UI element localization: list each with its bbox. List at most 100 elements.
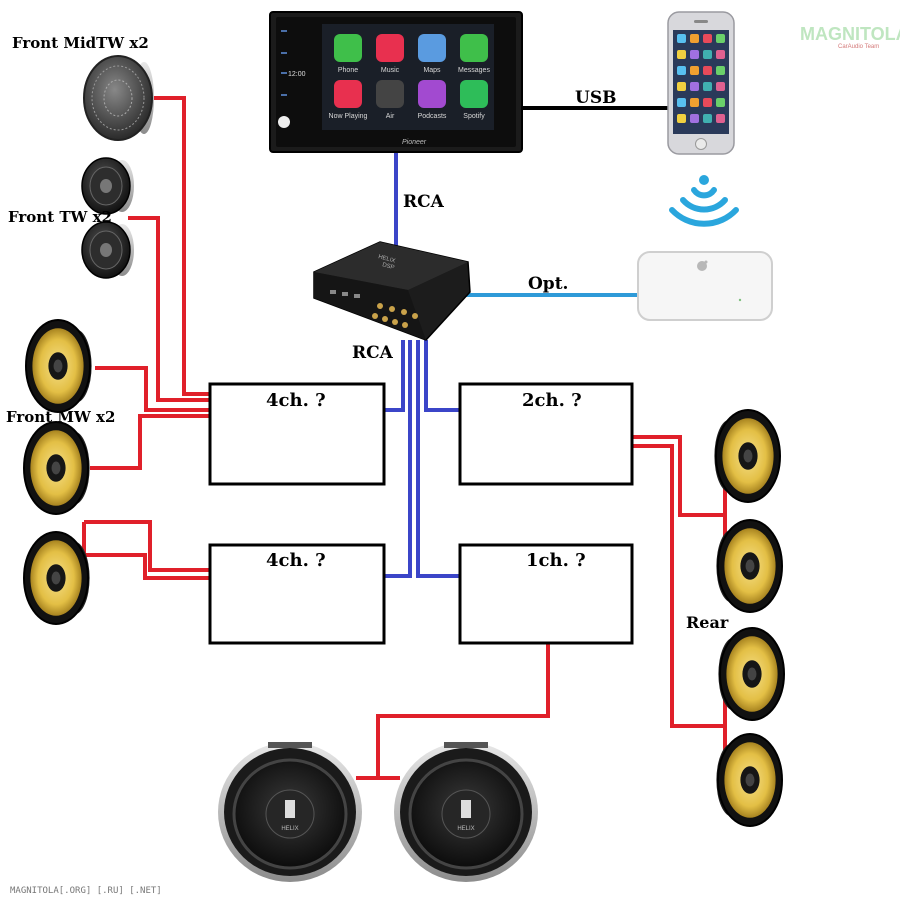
front-tweeter-speaker-2 [81,221,134,279]
rear-speaker-2 [716,519,783,613]
label-rear: Rear [686,613,729,632]
app-icon-label: Spotify [463,113,485,120]
phone-app-icon [677,114,686,123]
amp-label: 4ch. ? [266,550,326,571]
logo-sub: CarAudio Team [838,44,879,50]
app-icon: Spotify [460,80,488,120]
wire-tw [128,216,212,402]
phone-app-icon [690,82,699,91]
amplifier-2ch: 2ch. ? [458,382,634,486]
phone-app-icon [703,34,712,43]
amp-label: 2ch. ? [522,390,582,411]
app-icon: Podcasts [418,80,447,120]
app-icon-label: Air [386,113,395,120]
head-unit-side-buttons [281,30,287,96]
airport-express-icon [637,251,773,321]
front-midwoofer-1 [25,319,92,413]
dsp-model: DSP [381,262,395,271]
phone-app-icon [703,82,712,91]
amplifier-4ch-1: 4ch. ? [208,382,386,486]
app-icon-label: Now Playing [329,113,368,120]
phone-app-icon [677,34,686,43]
front-midtw-speaker [83,55,154,141]
phone-app-icon [716,82,725,91]
wifi-icon [669,187,739,227]
wire-rear-top [632,435,725,517]
amplifier-1ch: 1ch. ? [458,543,634,645]
app-icon-label: Messages [458,67,490,74]
wire-mw-1 [95,366,212,412]
front-midwoofer-2 [23,421,90,515]
app-icon-label: Phone [338,67,358,74]
amp-label: 4ch. ? [266,390,326,411]
label-front-tw: Front TW x2 [8,208,112,226]
phone-app-icon [677,82,686,91]
phone-app-icon [690,114,699,123]
magnitola-logo: MAGNITOLA CarAudio Team [800,24,900,50]
label-usb: USB [575,88,616,108]
subwoofer-brand: HELIX [281,826,298,832]
phone-app-icon [690,34,699,43]
phone-app-icon [690,98,699,107]
home-button-icon [278,116,290,128]
phone-app-icon [703,50,712,59]
phone-app-icon [703,98,712,107]
front-tweeter-speaker-1 [81,157,134,215]
phone-app-icon [703,114,712,123]
phone-app-icon [690,66,699,75]
head-unit-brand: Pioneer [402,139,427,146]
phone-app-icon [716,98,725,107]
phone-app-icon [677,50,686,59]
app-icon: Phone [334,34,362,74]
wire-rear-bot [632,444,725,728]
wire-mw-2 [90,414,212,470]
phone-app-icon [716,114,725,123]
app-icon-label: Podcasts [418,113,447,120]
app-icon-label: Maps [423,67,441,74]
rca-wires [384,150,460,578]
subwoofer-brand: HELIX [457,826,474,832]
phone-app-icon [690,50,699,59]
app-icon-label: Music [381,67,400,74]
rear-speaker-4 [716,733,783,827]
dsp-brand: HELIX [377,254,395,265]
app-icon: Maps [418,34,446,74]
front-midwoofer-group [23,319,92,625]
amplifier-4ch-2: 4ch. ? [208,543,386,645]
phone-app-icon [703,66,712,75]
app-icon: Air [376,80,404,120]
phone-app-icon [716,66,725,75]
phone-app-icon [716,34,725,43]
phone-app-icon [677,98,686,107]
phone-app-icons [677,34,725,123]
front-midwoofer-3 [23,531,90,625]
phone-app-icon [716,50,725,59]
amp-label: 1ch. ? [526,550,586,571]
phone-app-icon [677,66,686,75]
wire-sub [376,642,550,778]
dsp-unit: HELIX DSP [313,241,471,341]
label-front-midtw: Front MidTW x2 [12,34,149,52]
wire-mw-4 [84,553,212,580]
subwoofer-2: HELIX [394,742,538,882]
wire-midtw [150,96,212,396]
wire-mw-3 [84,520,212,572]
rear-speaker-1 [714,409,781,503]
app-icon: Messages [458,34,490,74]
label-rca-top: RCA [403,192,445,212]
app-icon: Music [376,34,404,74]
rear-speaker-group [714,409,785,827]
app-icon: Now Playing [329,80,368,120]
label-front-mw: Front MW x2 [6,408,115,426]
head-unit-time: 12:00 [288,71,306,78]
rear-speaker-3 [718,627,785,721]
footer-watermark: MAGNITOLA[.ORG] [.RU] [.NET] [10,886,162,896]
smartphone [667,11,735,155]
subwoofer-1: HELIX [218,742,362,882]
label-optical: Opt. [528,274,568,294]
logo-name: MAGNITOLA [800,24,900,44]
